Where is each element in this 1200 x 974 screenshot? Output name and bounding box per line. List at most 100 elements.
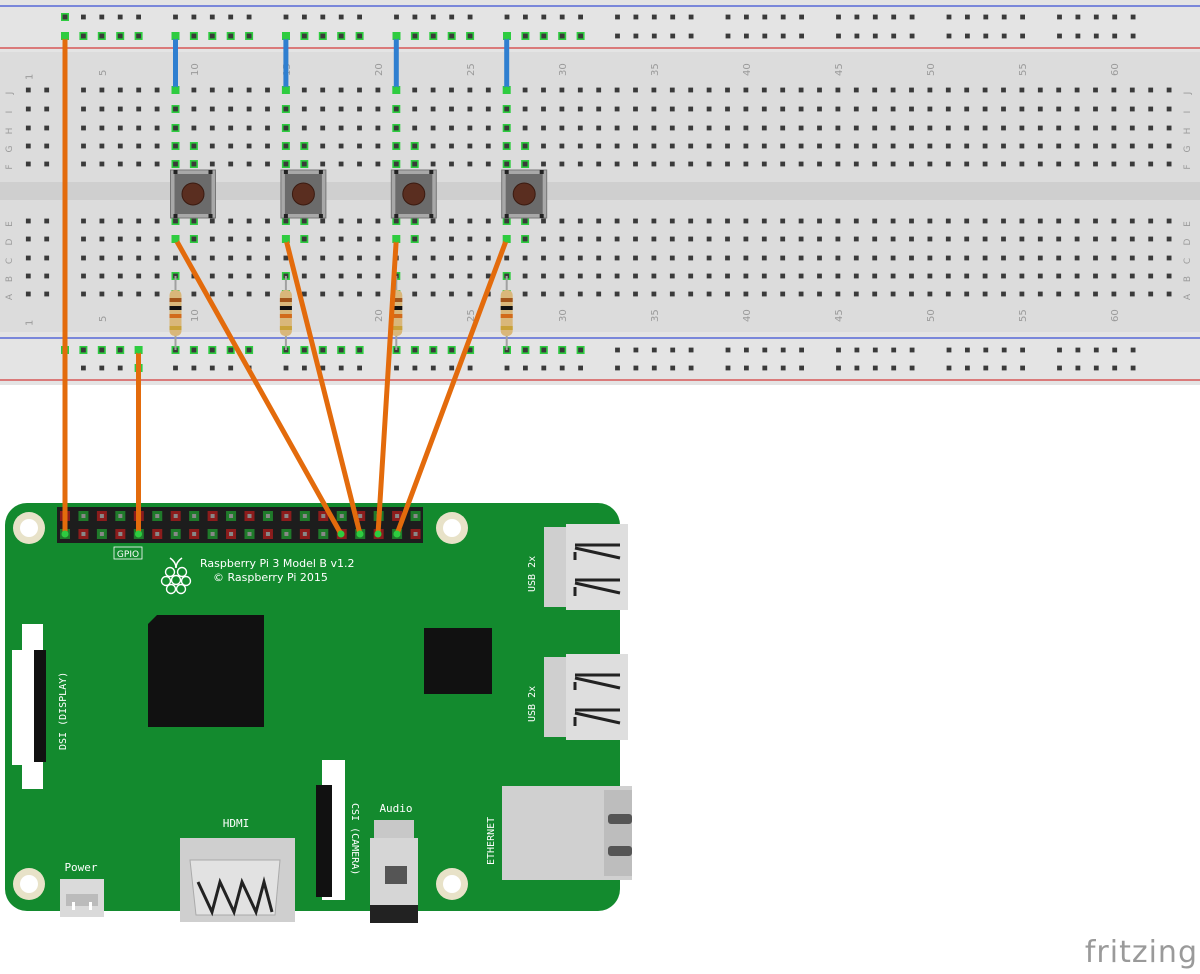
breadboard-hole xyxy=(1074,218,1080,224)
breadboard-hole xyxy=(1001,143,1006,149)
breadboard-hole xyxy=(1129,236,1135,242)
gpio-pin xyxy=(78,511,89,521)
gpio-pin xyxy=(318,529,329,539)
wire-gnd-to-rail xyxy=(135,346,142,538)
breadboard-hole xyxy=(853,218,859,224)
breadboard-hole xyxy=(449,236,454,242)
breadboard-hole xyxy=(541,161,546,167)
breadboard-hole xyxy=(1057,347,1062,353)
breadboard-hole xyxy=(909,273,914,279)
breadboard-hole xyxy=(577,106,583,112)
wire-button-signal xyxy=(172,235,345,538)
breadboard-hole xyxy=(706,125,712,131)
breadboard-hole xyxy=(228,365,234,371)
breadboard-hole xyxy=(228,161,234,167)
breadboard-hole xyxy=(430,143,436,149)
breadboard-hole xyxy=(485,273,491,279)
breadboard-hole xyxy=(688,161,694,167)
breadboard-hole xyxy=(136,161,142,167)
breadboard-hole xyxy=(246,255,252,261)
breadboard-hole xyxy=(191,106,197,112)
breadboard-hole xyxy=(1074,291,1080,297)
breadboard-hole xyxy=(1112,347,1118,353)
breadboard-hole xyxy=(97,32,106,40)
breadboard-hole xyxy=(669,218,675,224)
breadboard-hole xyxy=(890,236,896,242)
breadboard-hole xyxy=(1148,255,1154,261)
breadboard-hole xyxy=(320,125,326,131)
wire-3v3-to-rail xyxy=(61,32,69,538)
breadboard-hole xyxy=(355,346,364,354)
breadboard-hole xyxy=(835,218,841,224)
csi-connector: CSI (CAMERA) xyxy=(316,760,360,900)
breadboard-hole xyxy=(265,161,270,167)
breadboard-hole xyxy=(1111,106,1117,112)
breadboard-hole xyxy=(410,346,419,354)
breadboard-hole xyxy=(246,143,252,149)
breadboard-hole xyxy=(1148,125,1154,131)
breadboard-hole xyxy=(209,14,215,20)
breadboard-hole xyxy=(817,106,822,112)
breadboard-hole xyxy=(485,106,491,112)
breadboard-hole xyxy=(320,291,326,297)
breadboard-hole xyxy=(743,87,749,93)
row-letter: E xyxy=(1183,221,1193,227)
breadboard-hole xyxy=(429,346,438,354)
lan-chip xyxy=(424,628,492,694)
breadboard-hole xyxy=(798,218,804,224)
breadboard-hole xyxy=(504,365,510,371)
breadboard-hole xyxy=(467,218,473,224)
breadboard-hole xyxy=(44,255,50,261)
breadboard-hole xyxy=(357,218,362,224)
breadboard-hole xyxy=(706,87,712,93)
breadboard-hole xyxy=(725,236,730,242)
breadboard-hole xyxy=(301,273,307,279)
breadboard-hole xyxy=(817,125,822,131)
gpio-label-box xyxy=(113,546,143,560)
breadboard-hole xyxy=(318,346,327,354)
breadboard-hole xyxy=(246,87,252,93)
breadboard-hole xyxy=(872,255,878,261)
breadboard-hole xyxy=(835,291,841,297)
breadboard-hole xyxy=(1019,161,1025,167)
breadboard-hole xyxy=(946,14,952,20)
breadboard-hole xyxy=(1093,125,1098,131)
breadboard-hole xyxy=(596,218,602,224)
gpio-pin xyxy=(299,511,310,521)
breadboard-hole xyxy=(25,161,31,167)
breadboard-hole xyxy=(449,291,454,297)
breadboard-hole xyxy=(927,236,933,242)
breadboard-hole xyxy=(504,14,510,20)
breadboard-hole xyxy=(706,143,712,149)
gpio-pin xyxy=(392,511,403,521)
breadboard-hole xyxy=(485,161,491,167)
breadboard-hole xyxy=(246,14,252,20)
breadboard-hole xyxy=(945,236,951,242)
breadboard-hole xyxy=(890,218,896,224)
breadboard-hole xyxy=(521,346,530,354)
breadboard-hole xyxy=(136,106,142,112)
breadboard-hole xyxy=(909,33,915,39)
breadboard-hole xyxy=(577,218,583,224)
breadboard-hole xyxy=(430,87,436,93)
gpio-header xyxy=(57,507,423,543)
breadboard-hole xyxy=(835,273,841,279)
breadboard-hole xyxy=(410,160,419,168)
breadboard-hole xyxy=(1037,273,1043,279)
breadboard-hole xyxy=(614,106,620,112)
breadboard-hole xyxy=(302,365,307,371)
breadboard-hole xyxy=(1148,161,1154,167)
breadboard-hole xyxy=(1037,291,1043,297)
breadboard-hole xyxy=(81,291,86,297)
breadboard-hole xyxy=(502,142,511,150)
breadboard-hole xyxy=(430,125,436,131)
breadboard-hole xyxy=(1166,106,1172,112)
breadboard-hole xyxy=(44,125,50,131)
breadboard-hole xyxy=(780,33,786,39)
breadboard-hole xyxy=(116,32,125,40)
breadboard-hole xyxy=(670,365,676,371)
breadboard-hole xyxy=(375,255,381,261)
breadboard-hole xyxy=(706,291,712,297)
breadboard-hole xyxy=(596,236,602,242)
breadboard-hole xyxy=(946,33,952,39)
